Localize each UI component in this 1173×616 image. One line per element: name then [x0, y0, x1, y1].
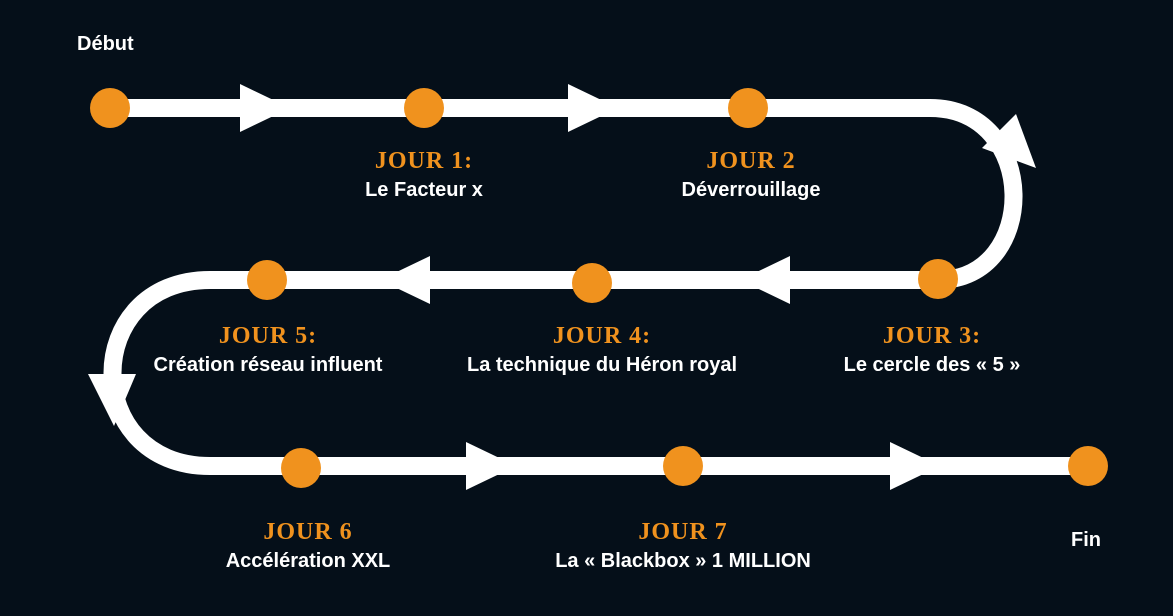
arrow-right-icon — [466, 442, 516, 490]
step-jour-2: JOUR 2 Déverrouillage — [682, 146, 821, 204]
step-jour-4: JOUR 4: La technique du Héron royal — [467, 321, 737, 379]
step-title: La « Blackbox » 1 MILLION — [555, 550, 811, 572]
step-title: Déverrouillage — [681, 179, 821, 201]
arrow-right-icon — [568, 84, 618, 132]
node-jour-1 — [404, 88, 444, 128]
arrow-down-curve-icon — [88, 374, 136, 426]
step-title: Le cercle des « 5 » — [843, 354, 1021, 376]
step-day-label: JOUR 6 — [263, 519, 353, 545]
node-jour-5 — [247, 260, 287, 300]
node-jour-4 — [572, 263, 612, 303]
step-day-label: JOUR 4: — [552, 323, 652, 349]
node-jour-7 — [663, 446, 703, 486]
step-jour-1: JOUR 1: Le Facteur x — [365, 146, 483, 204]
step-jour-5: JOUR 5: Création réseau influent — [154, 321, 383, 379]
step-jour-3: JOUR 3: Le cercle des « 5 » — [844, 321, 1021, 379]
node-jour-6 — [281, 448, 321, 488]
step-day-label: JOUR 5: — [218, 323, 318, 349]
step-title: Le Facteur x — [365, 179, 483, 201]
step-title: La technique du Héron royal — [466, 354, 738, 376]
arrow-left-icon — [380, 256, 430, 304]
step-jour-6: JOUR 6 Accélération XXL — [226, 517, 391, 575]
step-title: Création réseau influent — [153, 354, 383, 376]
step-title: Accélération XXL — [225, 550, 391, 572]
step-day-label: JOUR 7 — [638, 519, 728, 545]
arrow-left-icon — [740, 256, 790, 304]
step-day-label: JOUR 1: — [374, 148, 474, 174]
start-label: Début — [77, 33, 134, 55]
node-jour-2 — [728, 88, 768, 128]
end-node — [1068, 446, 1108, 486]
arrow-right-icon — [240, 84, 290, 132]
end-label: Fin — [1071, 529, 1101, 551]
start-node — [90, 88, 130, 128]
step-day-label: JOUR 3: — [882, 323, 982, 349]
arrow-down-curve-icon — [982, 114, 1036, 168]
step-day-label: JOUR 2 — [706, 148, 796, 174]
step-jour-7: JOUR 7 La « Blackbox » 1 MILLION — [555, 517, 811, 575]
node-jour-3 — [918, 259, 958, 299]
arrow-right-icon — [890, 442, 940, 490]
